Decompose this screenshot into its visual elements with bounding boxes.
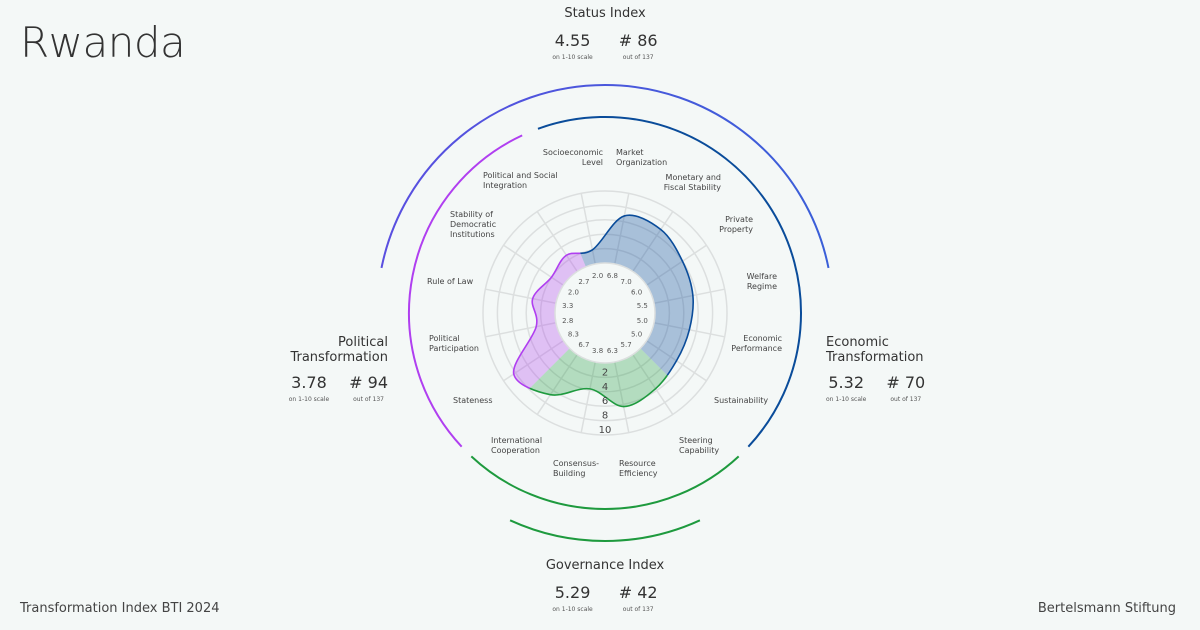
grid-spoke	[485, 288, 557, 304]
value-label: 2.7	[578, 278, 589, 286]
criterion-label: Socioeconomic Level	[542, 148, 603, 167]
political-score: 3.78	[291, 373, 327, 392]
political-title-1: Political	[338, 335, 388, 350]
status-index-arc	[380, 83, 830, 269]
political-title-2: Transformation	[290, 350, 388, 365]
grid-spoke	[580, 361, 596, 433]
criterion-label: Market Organization	[616, 148, 668, 167]
value-label: 2.0	[592, 272, 603, 280]
economic-rank-sub: out of 137	[890, 396, 922, 403]
status-index-score-sub: on 1-10 scale	[552, 54, 593, 61]
criterion-label: Sustainability	[714, 396, 769, 405]
status-index-rank-sub: out of 137	[622, 54, 654, 61]
value-label: 2.8	[562, 317, 573, 325]
grid-ring	[511, 219, 699, 407]
grid-spoke	[536, 211, 578, 272]
criterion-label: Economic Performance	[731, 334, 782, 353]
criterion-label: Political and Social Integration	[483, 171, 558, 190]
value-label: 2.0	[568, 288, 579, 296]
economic-block: Economic Transformation 5.32 on 1-10 scal…	[826, 335, 944, 403]
governance-index-title: Governance Index	[545, 558, 665, 573]
status-index-title: Status Index	[564, 6, 646, 21]
economic-title-1: Economic	[826, 335, 889, 350]
political-rank-sub: out of 137	[353, 396, 385, 403]
economic-score: 5.32	[828, 373, 864, 392]
value-label: 3.3	[562, 302, 573, 310]
political-score-sub: on 1-10 scale	[288, 396, 330, 403]
status-index-score: 4.55	[554, 31, 591, 50]
governance-index-rank-sub: out of 137	[622, 606, 654, 613]
grid-spoke	[614, 361, 630, 433]
economic-title-2: Transformation	[826, 350, 924, 365]
grid-ring	[482, 190, 728, 436]
political-rank: # 94	[349, 373, 388, 392]
value-label: 5.0	[631, 331, 642, 339]
inner-circle	[554, 262, 656, 364]
grid-spoke	[632, 211, 674, 272]
governance-index-arc	[509, 519, 701, 542]
country-title: Rwanda	[20, 18, 186, 67]
governance-index-score: 5.29	[554, 583, 591, 602]
economic-rank: # 70	[886, 373, 926, 392]
tick-label: 6	[602, 396, 608, 407]
tick-label: 2	[602, 367, 608, 378]
criterion-label: Private Property	[719, 215, 753, 234]
criterion-label: Monetary and Fiscal Stability	[663, 173, 721, 192]
governance-index-rank: # 42	[618, 583, 658, 602]
value-label: 6.7	[578, 341, 589, 349]
criterion-label: International Cooperation	[491, 436, 543, 455]
criterion-label: Political Participation	[429, 334, 479, 353]
grid-spoke	[485, 322, 557, 338]
governance-index-score-sub: on 1-10 scale	[552, 606, 593, 613]
criterion-label: Consensus- Building	[553, 459, 600, 478]
value-label: 8.3	[568, 331, 579, 339]
value-label: 6.3	[607, 347, 618, 355]
grid-spoke	[536, 354, 578, 415]
economic-transformation-arc	[537, 116, 802, 448]
grid-spoke	[503, 244, 564, 286]
criterion-label: Steering Capability	[679, 436, 720, 455]
economic-score-sub: on 1-10 scale	[826, 396, 867, 403]
value-label: 5.0	[637, 317, 648, 325]
grid-spoke	[632, 354, 674, 415]
criterion-label: Rule of Law	[427, 277, 474, 286]
grid-spoke	[646, 244, 707, 286]
tick-label: 4	[602, 382, 608, 393]
status-index-block: Status Index 4.55 on 1-10 scale # 86 out o…	[520, 6, 690, 61]
criterion-label: Stateness	[453, 396, 493, 405]
criterion-label: Stability of Democratic Institutions	[450, 210, 497, 239]
governance-arc	[470, 455, 740, 510]
political-block: Political Transformation 3.78 on 1-10 sca…	[270, 335, 388, 403]
value-label: 5.7	[621, 341, 632, 349]
political-transformation-arc	[408, 134, 523, 448]
criterion-label: Resource Efficiency	[619, 459, 658, 478]
value-label: 6.0	[631, 288, 642, 296]
value-label: 3.8	[592, 347, 603, 355]
grid-ring	[496, 204, 714, 422]
value-label: 6.8	[607, 272, 618, 280]
tick-label: 10	[599, 425, 612, 436]
status-index-rank: # 86	[618, 31, 658, 50]
grid-spoke	[614, 193, 630, 265]
tick-label: 8	[602, 411, 608, 422]
value-label: 5.5	[637, 302, 648, 310]
grid-spoke	[580, 193, 596, 265]
grid-spoke	[653, 288, 725, 304]
governance-index-block: Governance Index 5.29 on 1-10 scale # 42 o…	[520, 558, 690, 613]
criterion-label: Welfare Regime	[746, 272, 777, 291]
footer-publisher: Bertelsmann Stiftung	[1037, 601, 1176, 616]
value-label: 7.0	[621, 278, 632, 286]
footer-index-name: Transformation Index BTI 2024	[20, 601, 220, 616]
grid-ring	[539, 247, 671, 379]
